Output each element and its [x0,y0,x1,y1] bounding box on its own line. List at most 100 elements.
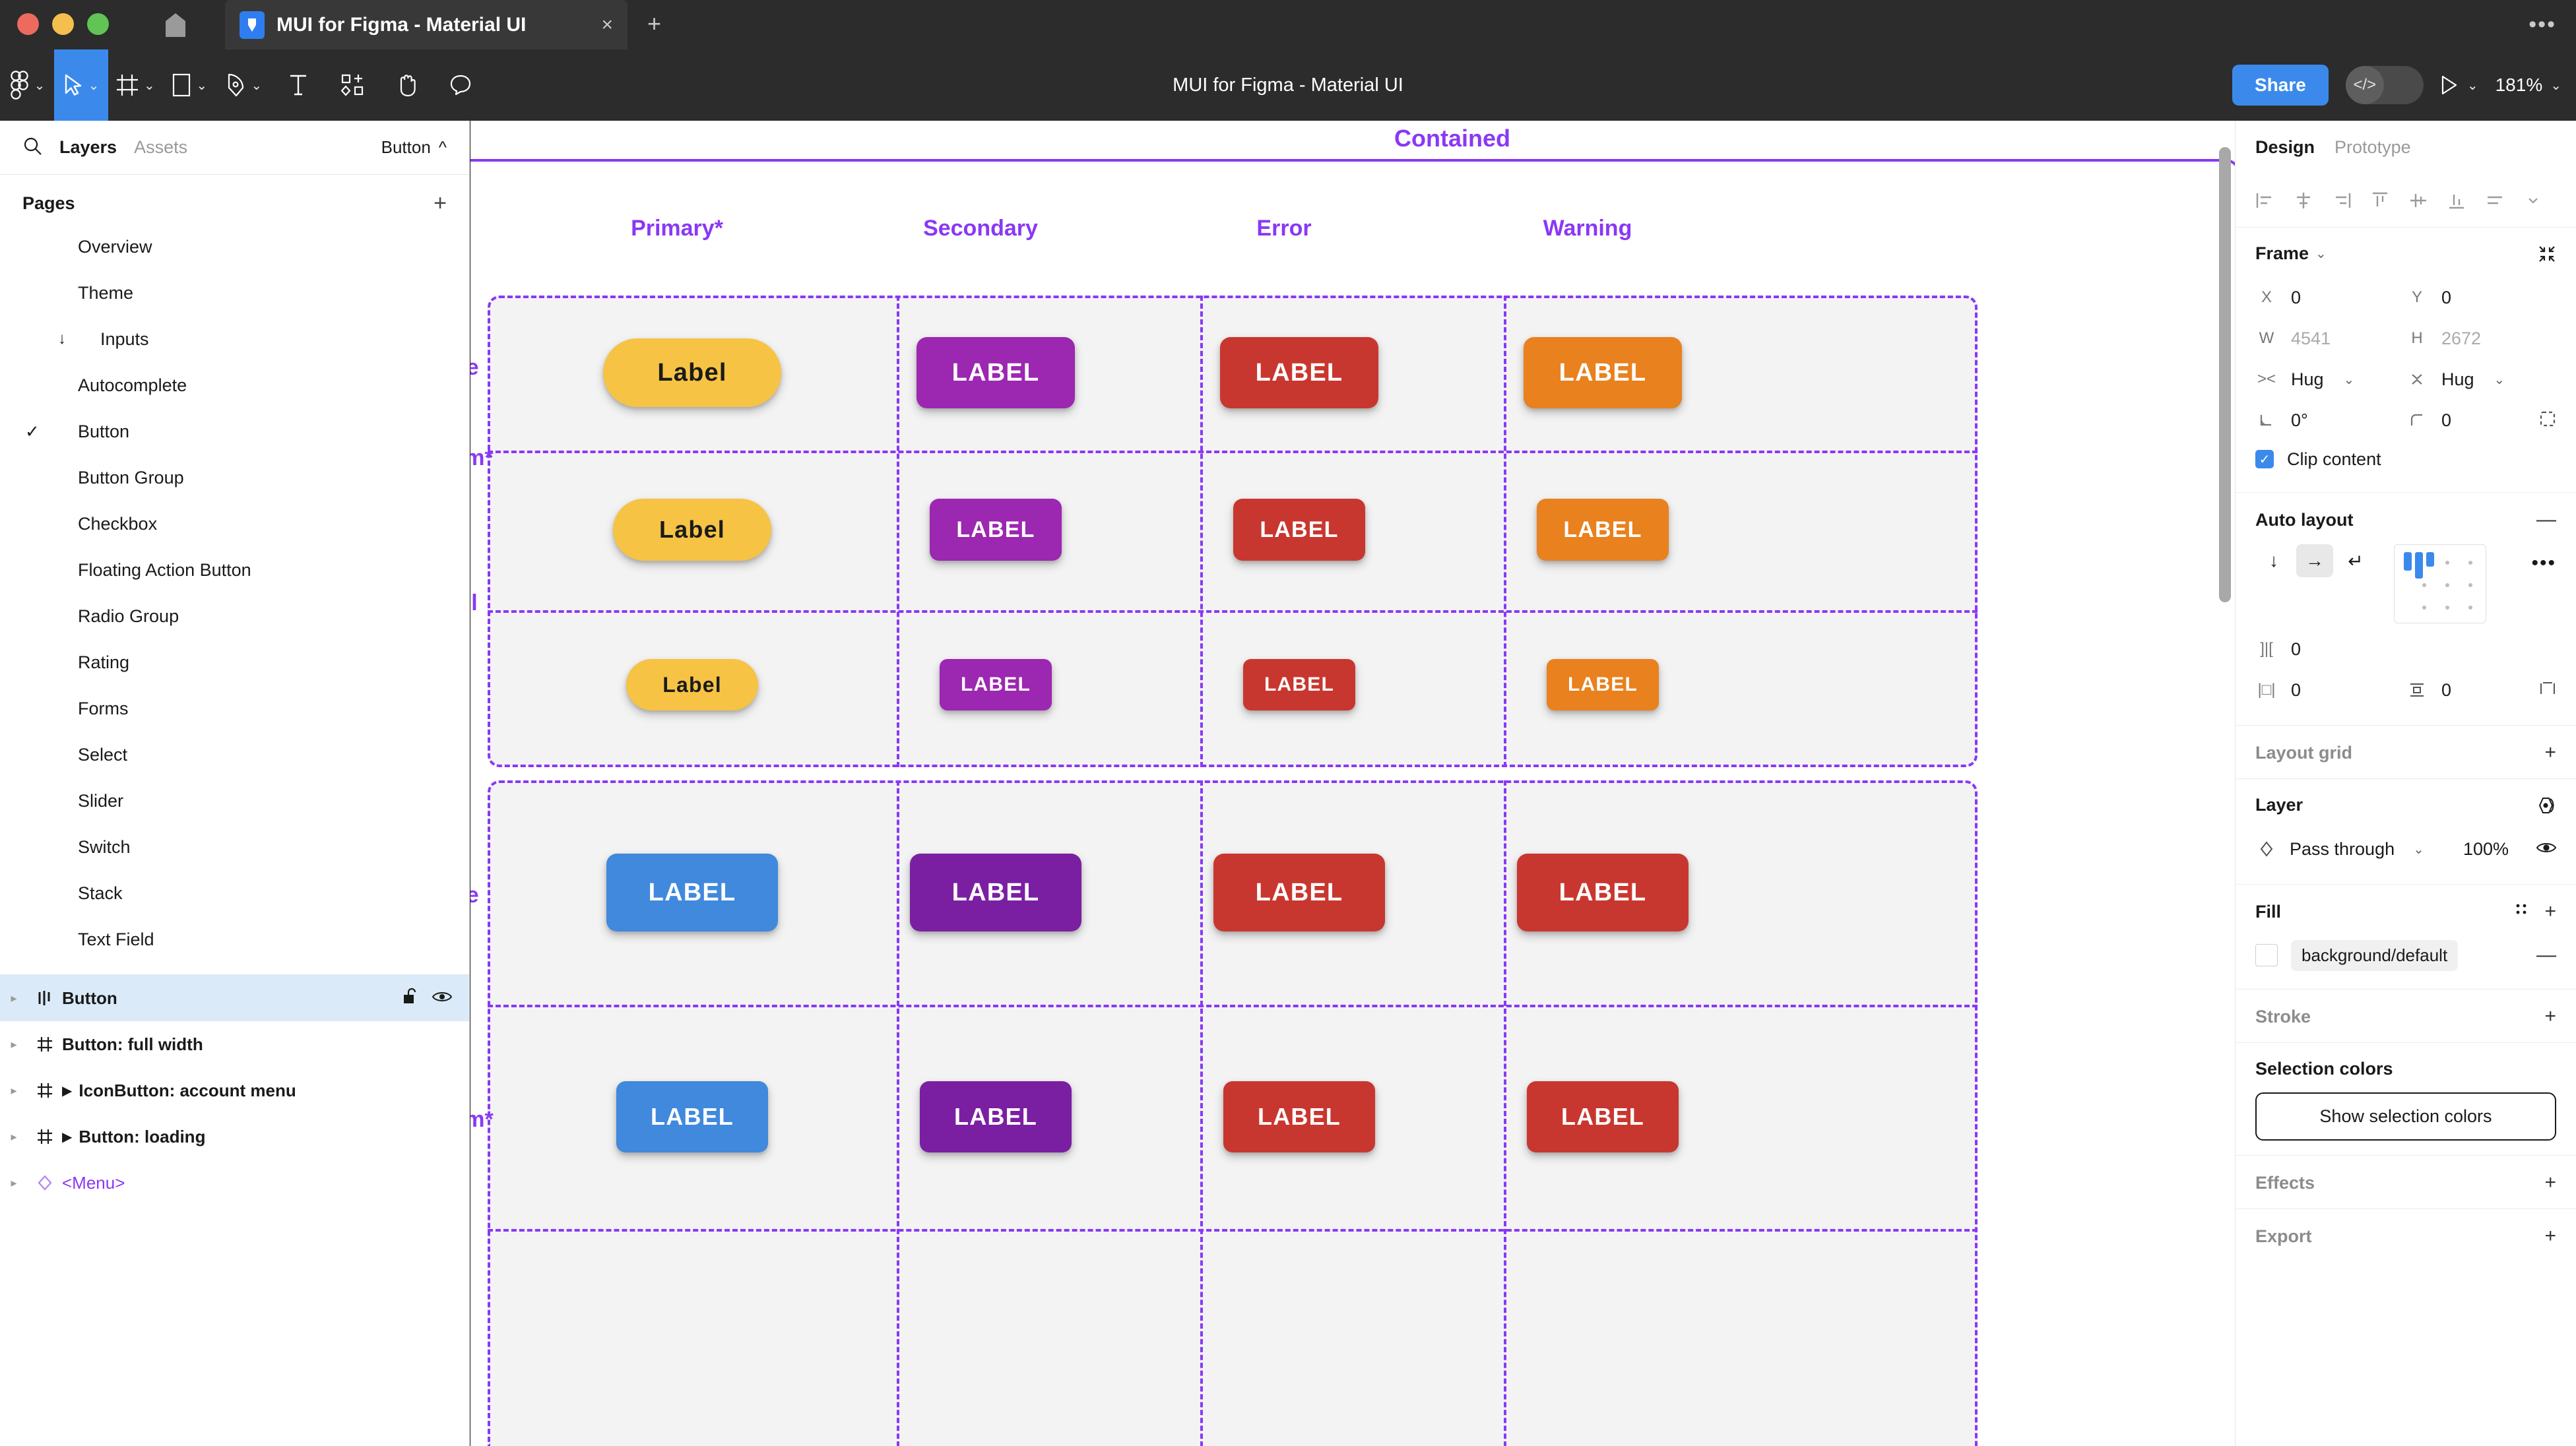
maximize-window-button[interactable] [87,13,109,35]
chevron-down-icon[interactable]: ⌄ [88,78,100,93]
material-button-r4-c4[interactable]: LABEL [1517,854,1689,931]
tab-assets[interactable]: Assets [134,137,188,157]
page-item-overview[interactable]: Overview [0,224,469,270]
show-selection-colors-button[interactable]: Show selection colors [2255,1092,2556,1141]
page-item-text-field[interactable]: Text Field [0,916,469,962]
resize-to-fit-icon[interactable] [2538,245,2556,263]
layer-row[interactable]: ▸Button: full width [0,1021,469,1067]
new-tab-button[interactable]: + [647,10,662,37]
expand-arrow-icon[interactable]: ↓ [58,330,66,348]
material-button-r4-c2[interactable]: LABEL [910,854,1081,931]
chevron-right-icon[interactable]: ▸ [11,1083,17,1097]
y-field[interactable]: Y 0 [2406,288,2556,308]
material-button-r1-c4[interactable]: LABEL [1524,337,1682,408]
layer-row[interactable]: ▸<Menu> [0,1160,469,1206]
align-top-icon[interactable] [2365,185,2395,216]
corner-radius-field[interactable]: 0 [2406,410,2556,431]
page-item-button[interactable]: ✓Button [0,408,469,455]
material-button-r4-c3[interactable]: LABEL [1213,854,1385,931]
remove-fill-button[interactable]: — [2536,944,2556,966]
add-effect-button[interactable]: + [2544,1172,2556,1193]
material-button-r3-c2[interactable]: LABEL [940,659,1052,710]
blend-mode-value[interactable]: Pass through [2290,838,2395,859]
material-button-r3-c1[interactable]: Label [626,659,758,710]
fill-style-name[interactable]: background/default [2291,939,2459,971]
comment-tool-icon[interactable] [434,49,488,121]
chevron-down-icon[interactable]: ⌄ [144,78,155,93]
zoom-control[interactable]: 181% ⌄ [2496,75,2561,96]
frame-tool-icon[interactable]: ⌄ [108,49,163,121]
material-button-r3-c3[interactable]: LABEL [1243,659,1355,710]
clip-content-checkbox[interactable]: ✓ [2255,450,2274,468]
chevron-right-icon[interactable]: ▸ [11,991,17,1005]
chevron-down-icon[interactable]: ⌄ [2343,372,2355,387]
page-item-forms[interactable]: Forms [0,685,469,732]
chevron-down-icon[interactable]: ⌄ [2315,247,2327,261]
page-item-autocomplete[interactable]: Autocomplete [0,362,469,408]
page-item-stack[interactable]: Stack [0,870,469,916]
chevron-down-icon[interactable]: ⌄ [251,78,263,93]
chevron-down-icon[interactable]: ⌄ [2550,78,2561,93]
height-field[interactable]: H 2672 [2406,329,2556,349]
chevron-down-icon[interactable]: ⌄ [2494,372,2505,387]
chevron-down-icon[interactable] [2518,185,2548,216]
fill-styles-icon[interactable] [2513,900,2530,923]
add-page-button[interactable]: + [434,191,447,216]
material-button-r1-c1[interactable]: Label [603,338,781,407]
align-bottom-icon[interactable] [2441,185,2472,216]
width-field[interactable]: W 4541 [2255,329,2406,349]
resources-tool-icon[interactable] [325,49,379,121]
fill-color-swatch[interactable] [2255,944,2278,966]
layer-row[interactable]: ▸▶IconButton: account menu [0,1067,469,1114]
page-item-inputs[interactable]: ↓Inputs [0,316,469,362]
clip-content-row[interactable]: ✓ Clip content [2255,441,2556,478]
minimize-window-button[interactable] [52,13,74,35]
material-button-r5-c1[interactable]: LABEL [616,1081,768,1152]
add-layout-grid-button[interactable]: + [2544,741,2556,763]
chevron-down-icon[interactable]: ⌄ [196,78,208,93]
material-button-r2-c4[interactable]: LABEL [1537,499,1669,561]
share-button[interactable]: Share [2232,65,2329,106]
horizontal-resizing-select[interactable]: >< Hug ⌄ [2255,369,2406,390]
tab-layers[interactable]: Layers [59,137,117,157]
x-field[interactable]: X 0 [2255,288,2406,308]
page-item-theme[interactable]: Theme [0,270,469,316]
rotation-field[interactable]: 0° [2255,410,2406,431]
page-item-button-group[interactable]: Button Group [0,455,469,501]
direction-horizontal-button[interactable]: → [2296,544,2333,577]
home-button[interactable] [126,0,225,49]
material-button-r5-c3[interactable]: LABEL [1223,1081,1375,1152]
page-selector[interactable]: Button ^ [381,137,447,158]
direction-wrap-button[interactable]: ↵ [2348,550,2364,571]
material-button-r1-c3[interactable]: LABEL [1220,337,1378,408]
add-stroke-button[interactable]: + [2544,1005,2556,1027]
independent-corners-icon[interactable] [2539,410,2556,431]
chevron-down-icon[interactable]: ⌄ [34,78,46,93]
horizontal-padding-field[interactable]: |□| 0 [2255,680,2406,701]
vertical-resizing-select[interactable]: Hug ⌄ [2406,369,2556,390]
align-vertical-center-icon[interactable] [2403,185,2433,216]
search-icon[interactable] [22,136,42,159]
hand-tool-icon[interactable] [379,49,434,121]
shape-tool-icon[interactable]: ⌄ [163,49,217,121]
individual-padding-icon[interactable] [2539,680,2556,701]
material-button-r2-c1[interactable]: Label [613,499,771,561]
present-button[interactable]: ⌄ [2441,75,2478,95]
material-button-r1-c2[interactable]: LABEL [917,337,1075,408]
tab-prototype[interactable]: Prototype [2334,137,2411,157]
page-item-select[interactable]: Select [0,732,469,778]
chevron-right-icon[interactable]: ▸ [11,1176,17,1189]
page-item-switch[interactable]: Switch [0,824,469,870]
align-left-icon[interactable] [2250,185,2280,216]
canvas-scrollbar[interactable] [2219,147,2231,602]
page-item-slider[interactable]: Slider [0,778,469,824]
layer-settings-icon[interactable] [2536,797,2556,814]
distribute-icon[interactable] [2480,185,2510,216]
material-button-r5-c2[interactable]: LABEL [920,1081,1072,1152]
page-item-radio-group[interactable]: Radio Group [0,593,469,639]
unlock-icon[interactable] [402,988,418,1009]
remove-auto-layout-button[interactable]: — [2536,509,2556,530]
layer-visibility-icon[interactable] [2536,840,2557,858]
gap-field[interactable]: ]|[ 0 [2255,639,2406,660]
chevron-right-icon[interactable]: ▸ [11,1037,17,1051]
